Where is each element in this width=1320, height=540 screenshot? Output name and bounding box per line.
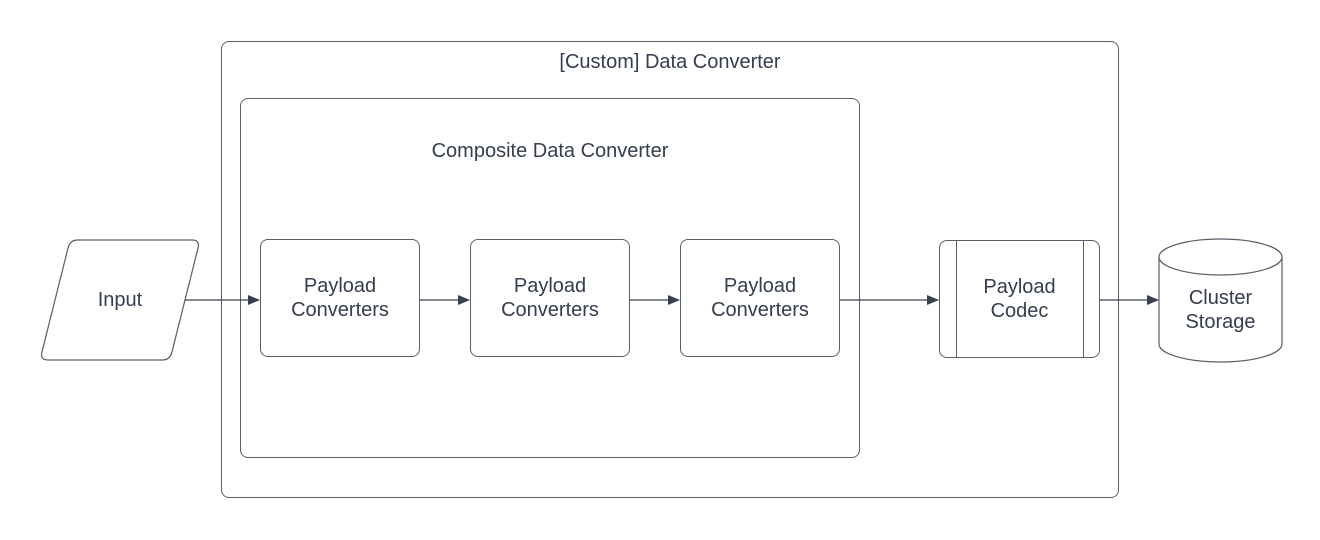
payload-converters-label-1: Payload Converters [291, 275, 389, 321]
payload-converters-box-2: Payload Converters [470, 239, 630, 357]
payload-codec-label: Payload Codec [983, 276, 1056, 322]
custom-data-converter-title: [Custom] Data Converter [559, 51, 781, 73]
payload-converters-label-2: Payload Converters [501, 275, 599, 321]
payload-codec-box: Payload Codec [939, 240, 1100, 358]
composite-data-converter-title: Composite Data Converter [431, 140, 669, 162]
input-label: Input [97, 289, 143, 311]
payload-converters-box-3: Payload Converters [680, 239, 840, 357]
cluster-storage-label-text: Cluster Storage [1185, 286, 1256, 333]
payload-converters-label-3: Payload Converters [711, 275, 809, 321]
codec-left-bar [956, 241, 957, 357]
codec-right-bar [1083, 241, 1084, 357]
payload-converters-box-1: Payload Converters [260, 239, 420, 357]
cluster-storage-label: Cluster Storage [1159, 262, 1282, 357]
